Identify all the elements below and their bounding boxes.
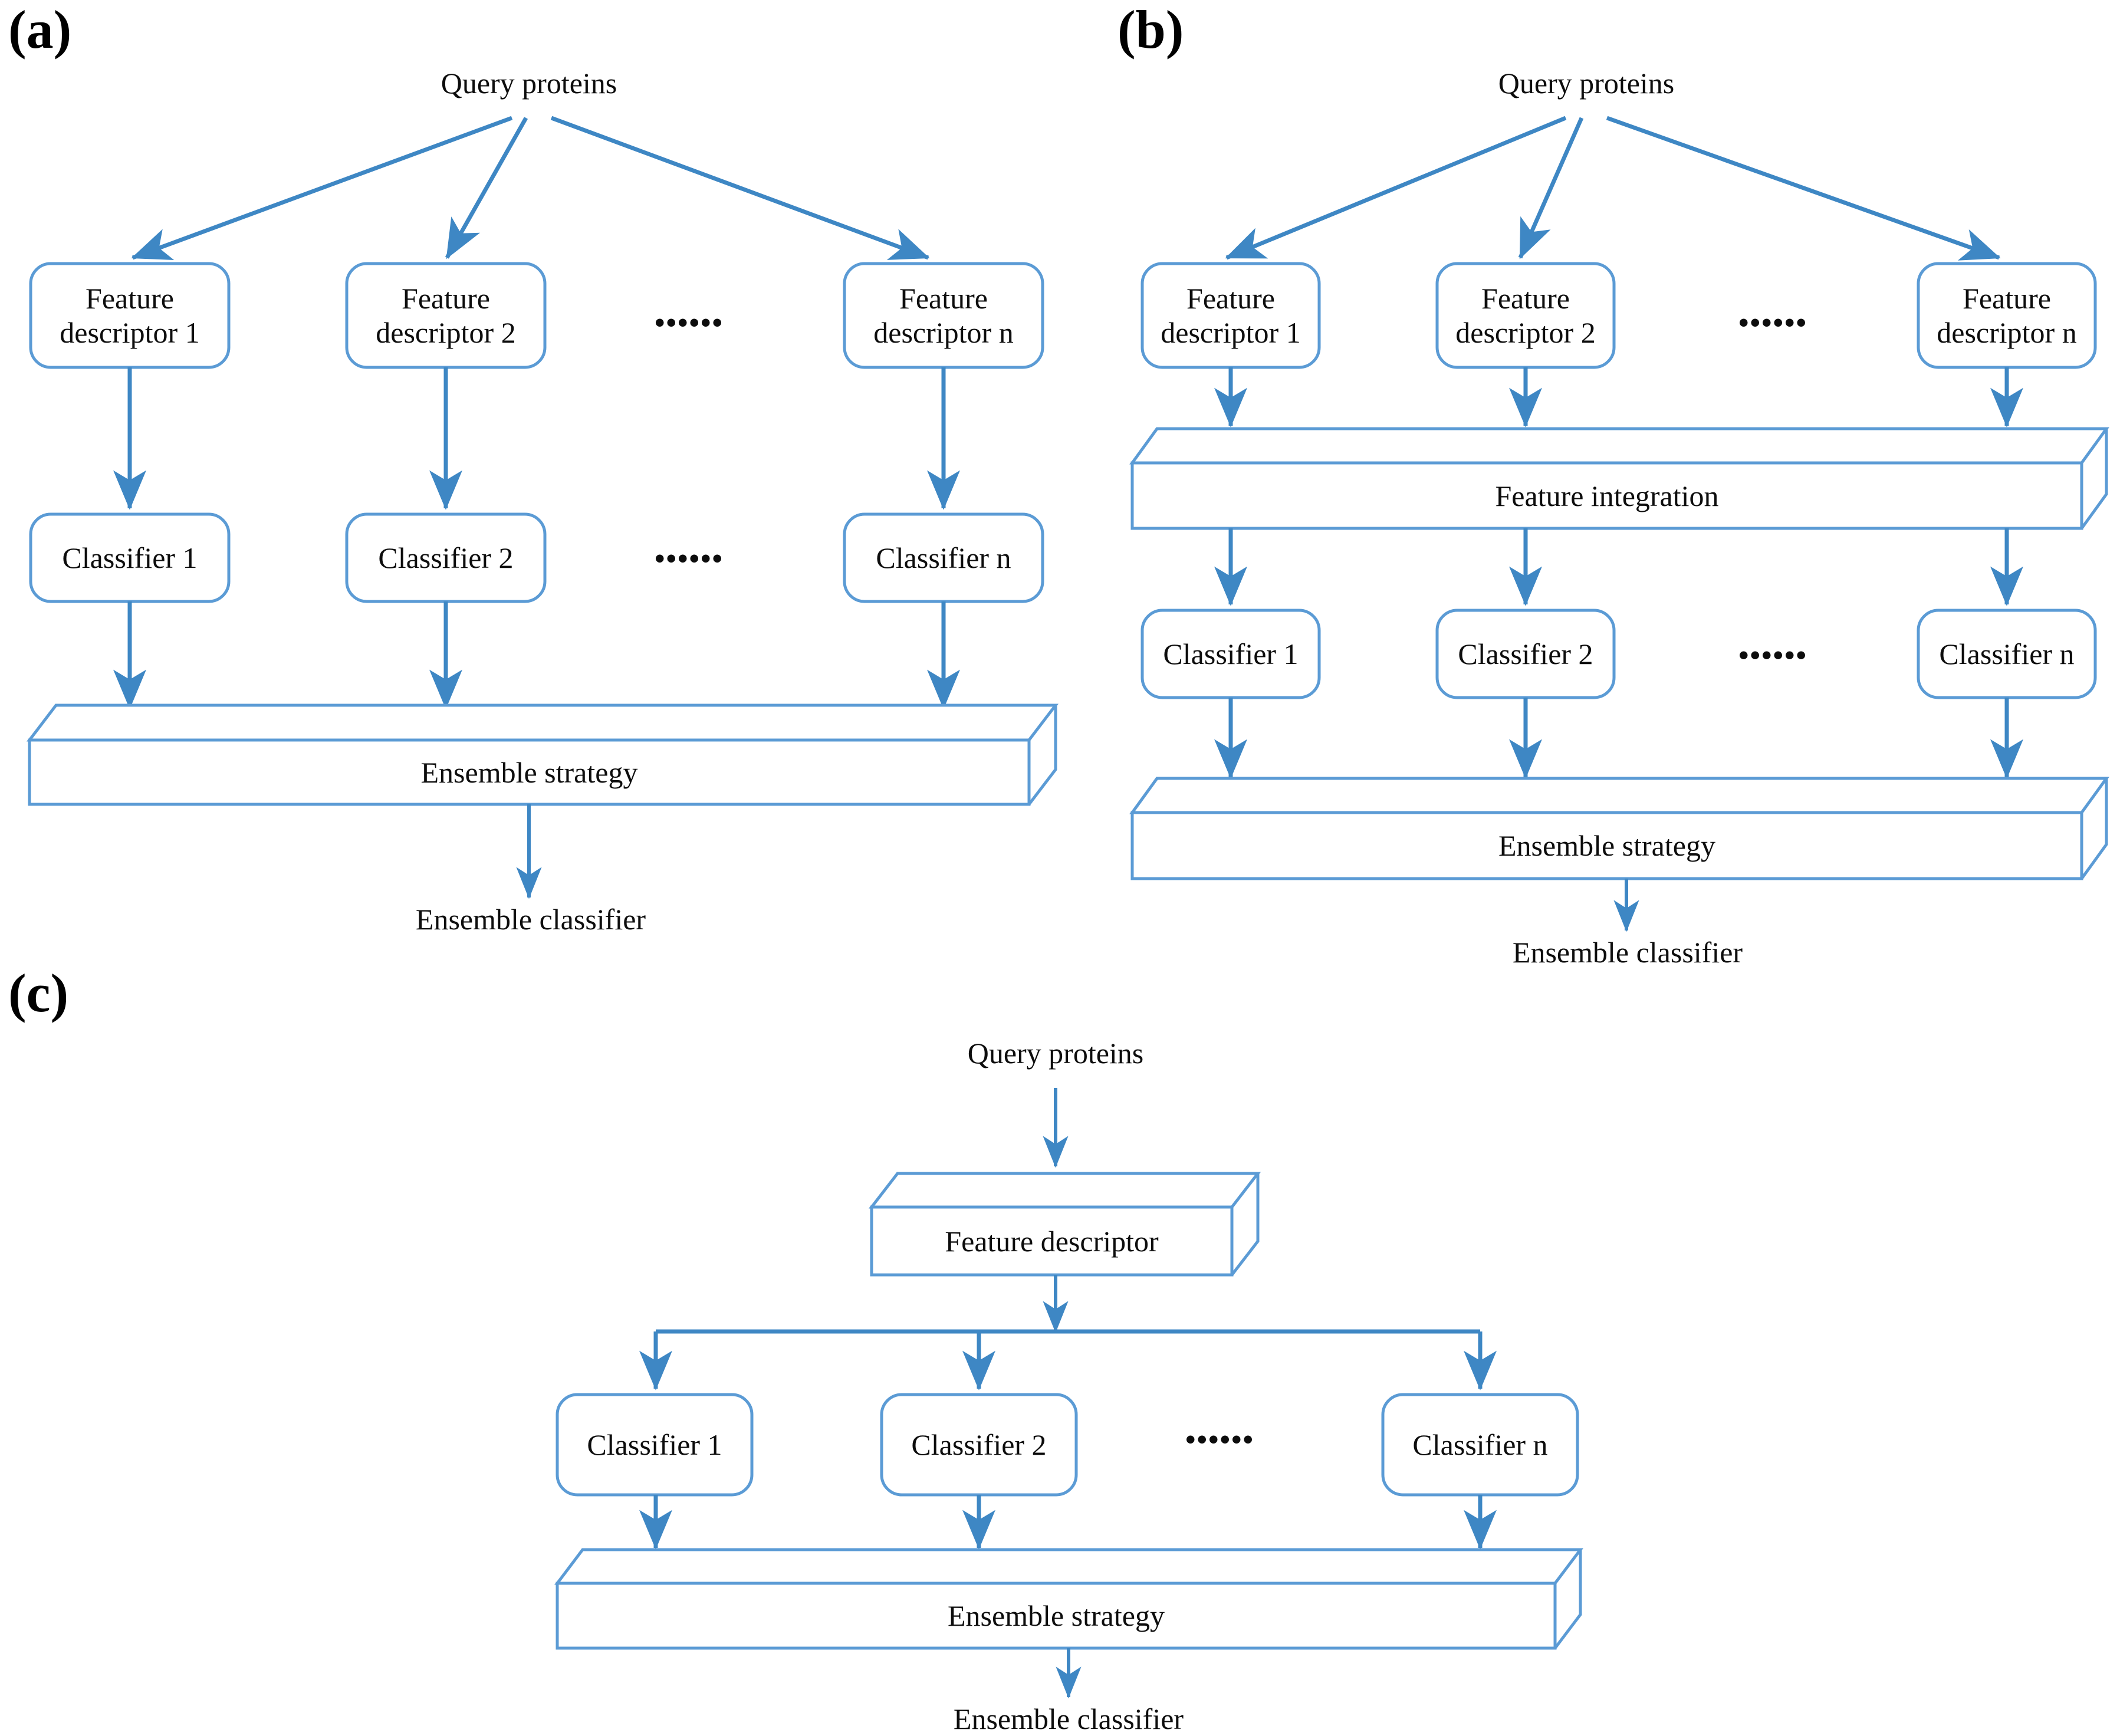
c-distribution-bus <box>639 1329 1497 1390</box>
b-ensemble-classifier-label: Ensemble classifier <box>1512 936 1743 969</box>
b-descriptor-1-box <box>1140 262 1321 369</box>
c-classifier-2-box <box>880 1393 1078 1497</box>
a-descriptor-2-box <box>345 262 547 369</box>
a-classifier-ellipsis: •••••• <box>655 542 724 575</box>
a-ensemble-classifier-label: Ensemble classifier <box>415 903 646 936</box>
panel-label-a: (a) <box>8 0 72 60</box>
c-classifier-ellipsis: •••••• <box>1185 1423 1255 1456</box>
a-descriptor-1-box <box>29 262 231 369</box>
c-ensemble-strategy-node[interactable] <box>557 1550 1580 1648</box>
c-classifier-n-box <box>1381 1393 1579 1497</box>
b-descriptor-2-box <box>1435 262 1616 369</box>
a-query-proteins-label: Query proteins <box>441 67 617 100</box>
a-descriptor-n-box <box>843 262 1044 369</box>
a-classifier-1-box <box>29 512 231 603</box>
b-query-proteins-label: Query proteins <box>1498 67 1675 100</box>
b-descriptor-n-box <box>1917 262 2097 369</box>
b-feature-integration-node[interactable] <box>1132 429 2106 528</box>
b-ensemble-box <box>1129 777 2109 880</box>
c-classifier-1-box <box>556 1393 754 1497</box>
a-ensemble-box <box>26 703 1059 806</box>
b-descriptor-ellipsis: •••••• <box>1738 306 1808 339</box>
c-query-proteins-label: Query proteins <box>967 1037 1144 1070</box>
b-classifier-2-box <box>1435 609 1616 699</box>
c-ensemble-box <box>554 1548 1584 1650</box>
b-classifier-1-box <box>1140 609 1321 699</box>
c-ensemble-classifier-label: Ensemble classifier <box>953 1702 1184 1735</box>
panel-label-c: (c) <box>8 963 69 1023</box>
c-feature-descriptor-node[interactable] <box>872 1173 1258 1275</box>
panel-label-b: (b) <box>1117 0 1184 60</box>
b-classifier-ellipsis: •••••• <box>1738 639 1808 672</box>
a-ensemble-strategy-node[interactable] <box>29 705 1056 804</box>
c-feature-descriptor-box <box>868 1172 1261 1277</box>
b-ensemble-strategy-node[interactable] <box>1132 778 2106 879</box>
a-classifier-2-box <box>345 512 547 603</box>
a-descriptor-ellipsis: •••••• <box>655 306 724 339</box>
b-classifier-n-box <box>1917 609 2097 699</box>
a-classifier-n-box <box>843 512 1044 603</box>
b-feature-integration-box <box>1129 427 2109 530</box>
